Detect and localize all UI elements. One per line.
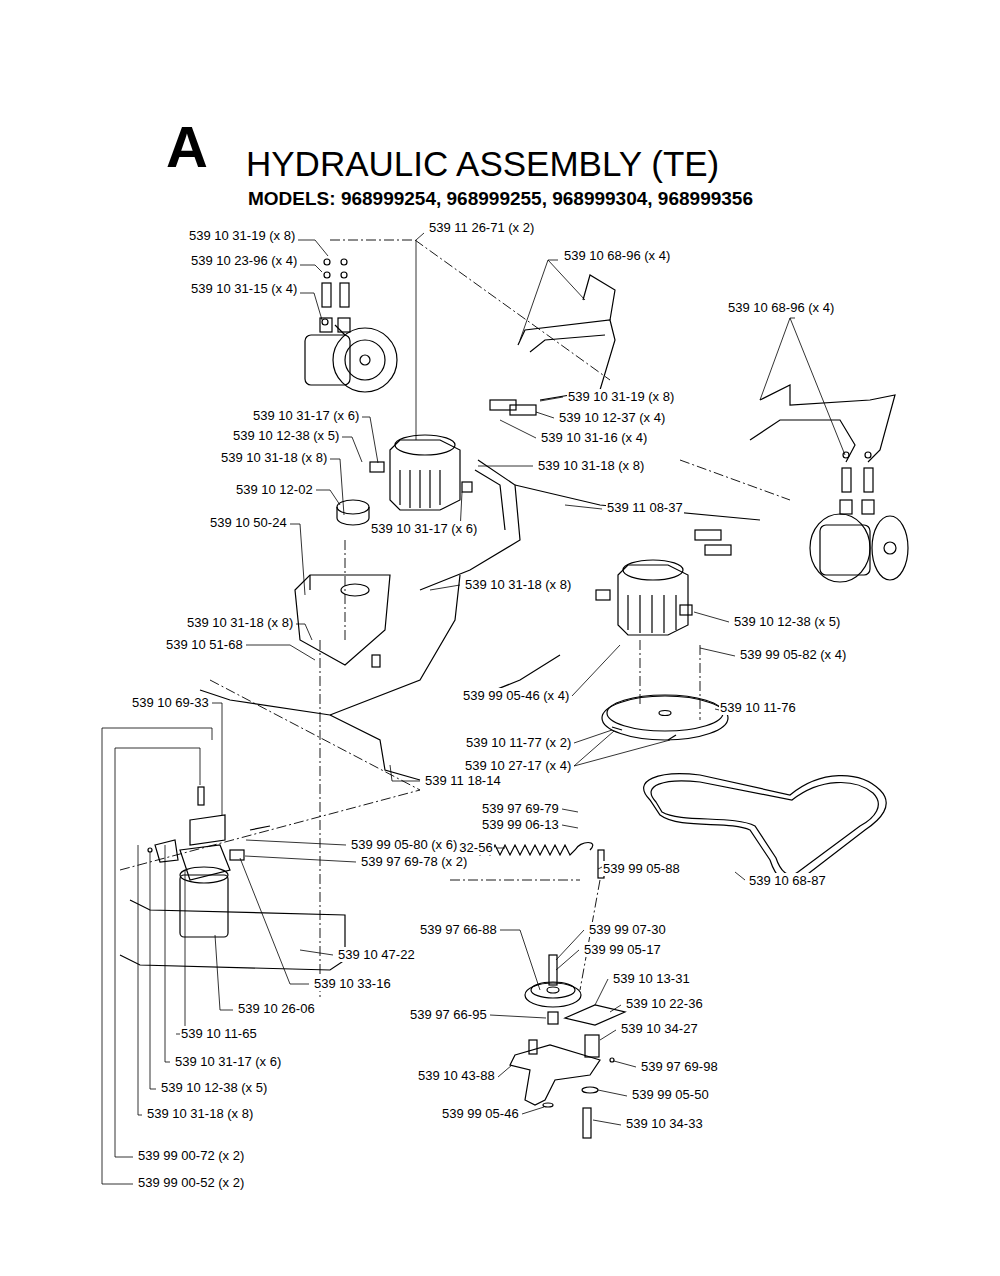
part-number: 539 10 22-36	[625, 996, 704, 1011]
part-number: 539 99 07-30	[588, 922, 667, 937]
part-number: 539 99 05-46	[441, 1106, 520, 1121]
part-number: 539 10 12-38 (x 5)	[733, 614, 841, 629]
part-number: 539 99 00-72 (x 2)	[137, 1148, 245, 1163]
part-number: 539 10 11-76	[719, 700, 797, 715]
part-number: 539 10 68-87	[748, 873, 827, 888]
part-number: 539 10 68-96 (x 4)	[563, 248, 671, 263]
part-number: 539 97 66-95	[409, 1007, 488, 1022]
part-number: 539 99 06-13	[481, 817, 560, 832]
part-number: 539 10 12-02	[235, 482, 314, 497]
part-number: 539 10 69-33	[131, 695, 210, 710]
part-number: 539 10 47-22	[337, 947, 416, 962]
part-number: 539 10 11-65	[180, 1026, 258, 1041]
part-number: 539 10 31-18 (x 8)	[220, 450, 328, 465]
part-number: 539 10 13-31	[612, 971, 691, 986]
part-number: 539 10 43-88	[417, 1068, 496, 1083]
model-list: MODELS: 968999254, 968999255, 968999304,…	[248, 187, 753, 210]
part-number: 539 10 26-06	[237, 1001, 316, 1016]
part-number: 539 10 11-77 (x 2)	[465, 735, 572, 750]
part-number: 539 10 34-27	[620, 1021, 699, 1036]
part-number: 539 10 34-33	[625, 1116, 704, 1131]
part-number: 539 10 23-96 (x 4)	[190, 253, 298, 268]
part-number: 539 11 26-71 (x 2)	[428, 220, 535, 235]
part-number: 539 10 50-24	[209, 515, 288, 530]
part-number: 539 10 31-18 (x 8)	[146, 1106, 254, 1121]
part-number: 539 99 05-46 (x 4)	[462, 688, 570, 703]
part-number: 539 10 31-18 (x 8)	[537, 458, 645, 473]
part-number: 539 97 66-88	[419, 922, 498, 937]
part-number: 539 10 31-17 (x 6)	[370, 521, 478, 536]
part-number: 539 10 12-37 (x 4)	[558, 410, 666, 425]
part-number: 539 10 12-38 (x 5)	[232, 428, 340, 443]
part-number: 539 10 31-19 (x 8)	[567, 389, 675, 404]
diagram-title: HYDRAULIC ASSEMBLY (TE)	[246, 143, 719, 185]
part-number: 539 97 69-98	[640, 1059, 719, 1074]
part-number: 539 10 31-15 (x 4)	[190, 281, 298, 296]
part-number: 539 99 05-17	[583, 942, 662, 957]
part-number: 539 10 31-17 (x 6)	[252, 408, 360, 423]
part-number: 539 10 68-96 (x 4)	[727, 300, 835, 315]
part-number: 539 10 27-17 (x 4)	[464, 758, 572, 773]
part-number: 539 99 05-50	[631, 1087, 710, 1102]
part-number: 539 99 05-80 (x 6)	[350, 837, 458, 852]
part-number: 539 99 05-88	[602, 861, 681, 876]
part-number: 539 10 51-68	[165, 637, 244, 652]
part-number: 539 10 12-38 (x 5)	[160, 1080, 268, 1095]
part-number: 539 99 00-52 (x 2)	[137, 1175, 245, 1190]
part-number: 539 11 18-14	[424, 773, 502, 788]
part-number: 539 97 69-79	[481, 801, 560, 816]
part-number: 539 10 31-18 (x 8)	[186, 615, 294, 630]
part-number: 539 10 31-17 (x 6)	[174, 1054, 282, 1069]
part-number: 539 99 05-82 (x 4)	[739, 647, 847, 662]
part-number: 539 11 08-37	[606, 500, 684, 515]
part-number: 539 10 33-16	[313, 976, 392, 991]
part-number: 539 10 31-19 (x 8)	[188, 228, 296, 243]
part-number: 539 10 31-18 (x 8)	[464, 577, 572, 592]
section-letter: A	[166, 116, 208, 178]
part-number: 539 10 31-16 (x 4)	[540, 430, 648, 445]
part-number: 539 97 69-78 (x 2)	[360, 854, 468, 869]
